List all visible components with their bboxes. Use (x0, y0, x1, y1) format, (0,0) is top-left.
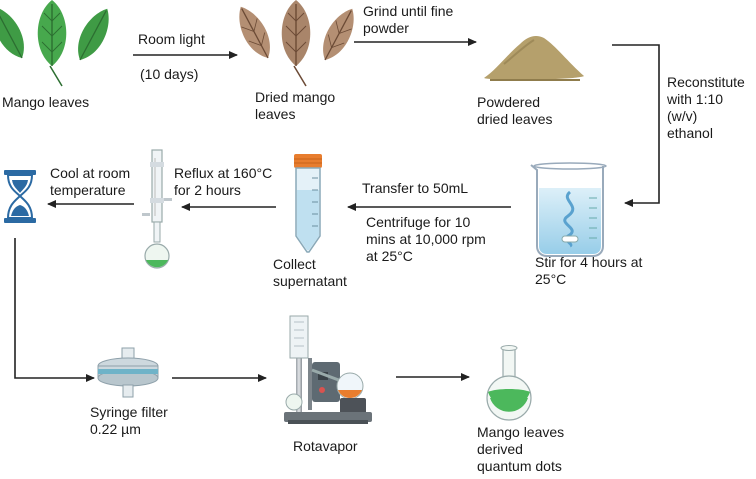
arrow-reconstitute (612, 44, 660, 207)
beaker-icon (530, 162, 607, 257)
mango-leaves-label: Mango leaves (2, 94, 90, 110)
rotavapor-label: Rotavapor (293, 438, 358, 454)
syringe-filter-icon (97, 347, 159, 398)
mango-leaves-icon (0, 0, 109, 87)
arrow-to-filter (14, 238, 95, 382)
ten-days-label: (10 days) (140, 66, 199, 82)
rotavapor-icon (284, 315, 372, 424)
grind-label: Grind until fine powder (363, 3, 454, 36)
centrifuge-tube-icon (294, 154, 322, 253)
quantum-dots-flask-icon (486, 345, 532, 421)
collect-supernatant-label: Collect supernatant (273, 256, 347, 289)
powdered-leaves-label: Powdered dried leaves (477, 94, 553, 127)
cool-label: Cool at room temperature (50, 165, 131, 198)
centrifuge-label: Centrifuge for 10 mins at 10,000 rpm at … (366, 214, 486, 264)
stir-label: Stir for 4 hours at 25°C (535, 254, 643, 287)
reflux-label: Reflux at 160°C for 2 hours (174, 165, 273, 198)
quantum-dots-label: Mango leaves derived quantum dots (477, 424, 565, 474)
powder-mound-icon (484, 36, 584, 81)
reflux-apparatus-icon (142, 149, 172, 269)
hourglass-icon (4, 170, 36, 223)
syringe-filter-label: Syringe filter 0.22 µm (90, 404, 168, 437)
room-light-label: Room light (138, 31, 205, 47)
reconstitute-label: Reconstitute with 1:10 (w/v) ethanol (667, 74, 745, 141)
dried-leaves-label: Dried mango leaves (255, 89, 336, 122)
transfer-label: Transfer to 50mL (362, 180, 469, 196)
dried-leaves-icon (239, 0, 354, 87)
